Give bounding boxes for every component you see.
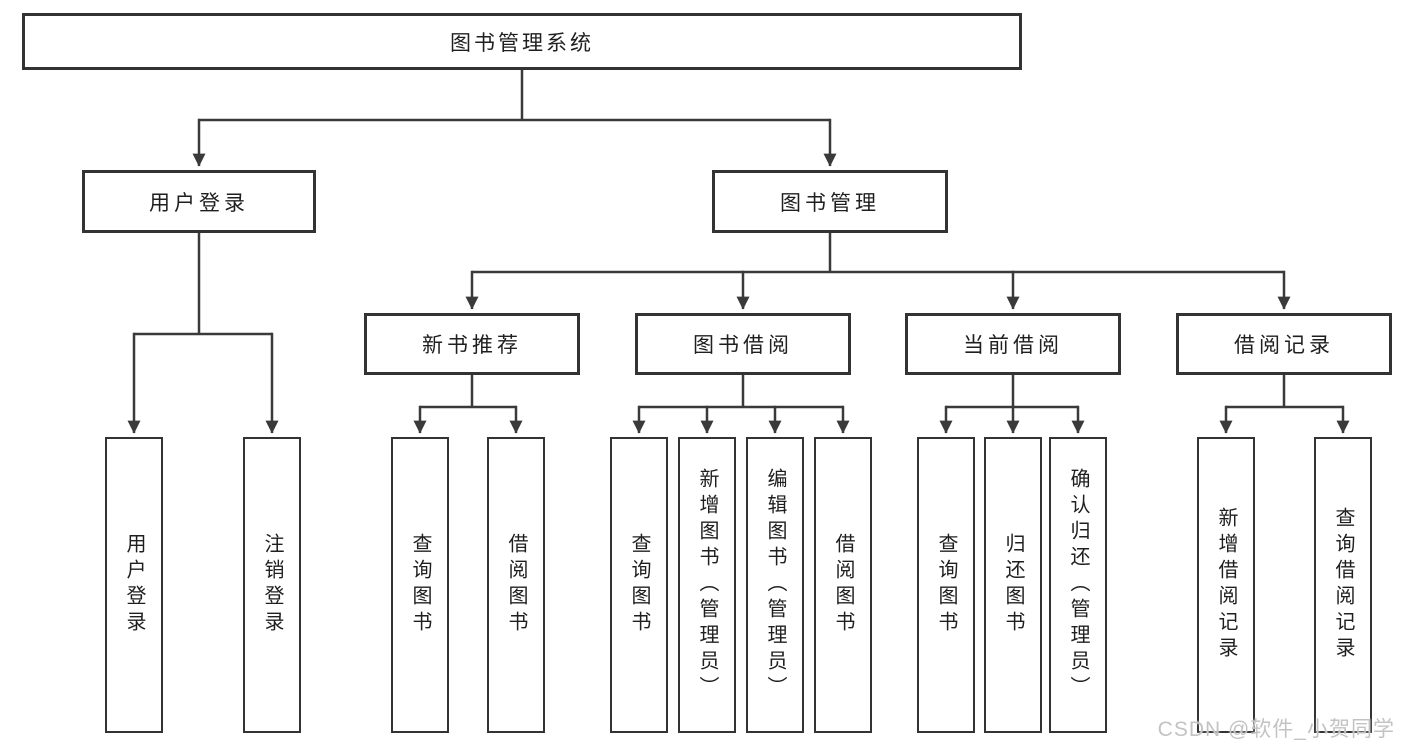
node-leaf-add-borrow-record: 新增借阅记录 [1197,437,1255,733]
csdn-watermark: CSDN @软件_小贺同学 [1157,718,1395,741]
node-book-management-label: 图书管理 [780,191,880,215]
node-user-login-group-label: 用户登录 [149,191,249,215]
node-current-borrow-label: 当前借阅 [963,334,1063,357]
node-leaf-confirm-return-admin: 确认归还（管理员） [1049,437,1107,733]
node-leaf-query-borrow-record-label: 查询借阅记录 [1332,507,1354,663]
node-leaf-logout: 注销登录 [243,437,301,733]
node-leaf-newrec-borrow-book: 借阅图书 [487,437,545,733]
node-leaf-borrow-query-book-label: 查询图书 [628,533,650,637]
node-root-label: 图书管理系统 [450,31,594,55]
node-leaf-return-book-label: 归还图书 [1002,533,1024,637]
node-borrow-record-label: 借阅记录 [1234,334,1334,357]
node-book-management: 图书管理 [712,170,948,233]
node-new-book-recommend: 新书推荐 [364,313,580,375]
node-leaf-confirm-return-admin-label: 确认归还（管理员） [1067,468,1089,702]
node-leaf-borrow-book-label: 借阅图书 [832,533,854,637]
node-leaf-edit-book-admin: 编辑图书（管理员） [746,437,804,733]
node-current-borrow: 当前借阅 [905,313,1121,375]
node-leaf-add-borrow-record-label: 新增借阅记录 [1215,507,1237,663]
node-leaf-current-query-book-label: 查询图书 [935,533,957,637]
node-user-login-group: 用户登录 [82,170,316,233]
node-leaf-add-book-admin: 新增图书（管理员） [678,437,736,733]
node-borrow-record: 借阅记录 [1176,313,1392,375]
node-leaf-add-book-admin-label: 新增图书（管理员） [696,468,718,702]
node-leaf-edit-book-admin-label: 编辑图书（管理员） [764,468,786,702]
node-book-borrow-label: 图书借阅 [693,334,793,357]
node-leaf-logout-label: 注销登录 [261,533,283,637]
node-leaf-newrec-query-book-label: 查询图书 [409,533,431,637]
node-root: 图书管理系统 [22,13,1022,70]
node-leaf-newrec-query-book: 查询图书 [391,437,449,733]
node-leaf-user-login-label: 用户登录 [123,533,145,637]
node-leaf-current-query-book: 查询图书 [917,437,975,733]
node-book-borrow: 图书借阅 [635,313,851,375]
node-leaf-query-borrow-record: 查询借阅记录 [1314,437,1372,733]
node-leaf-return-book: 归还图书 [984,437,1042,733]
node-new-book-recommend-label: 新书推荐 [422,334,522,357]
node-leaf-borrow-book: 借阅图书 [814,437,872,733]
node-leaf-user-login: 用户登录 [105,437,163,733]
node-leaf-borrow-query-book: 查询图书 [610,437,668,733]
node-leaf-newrec-borrow-book-label: 借阅图书 [505,533,527,637]
